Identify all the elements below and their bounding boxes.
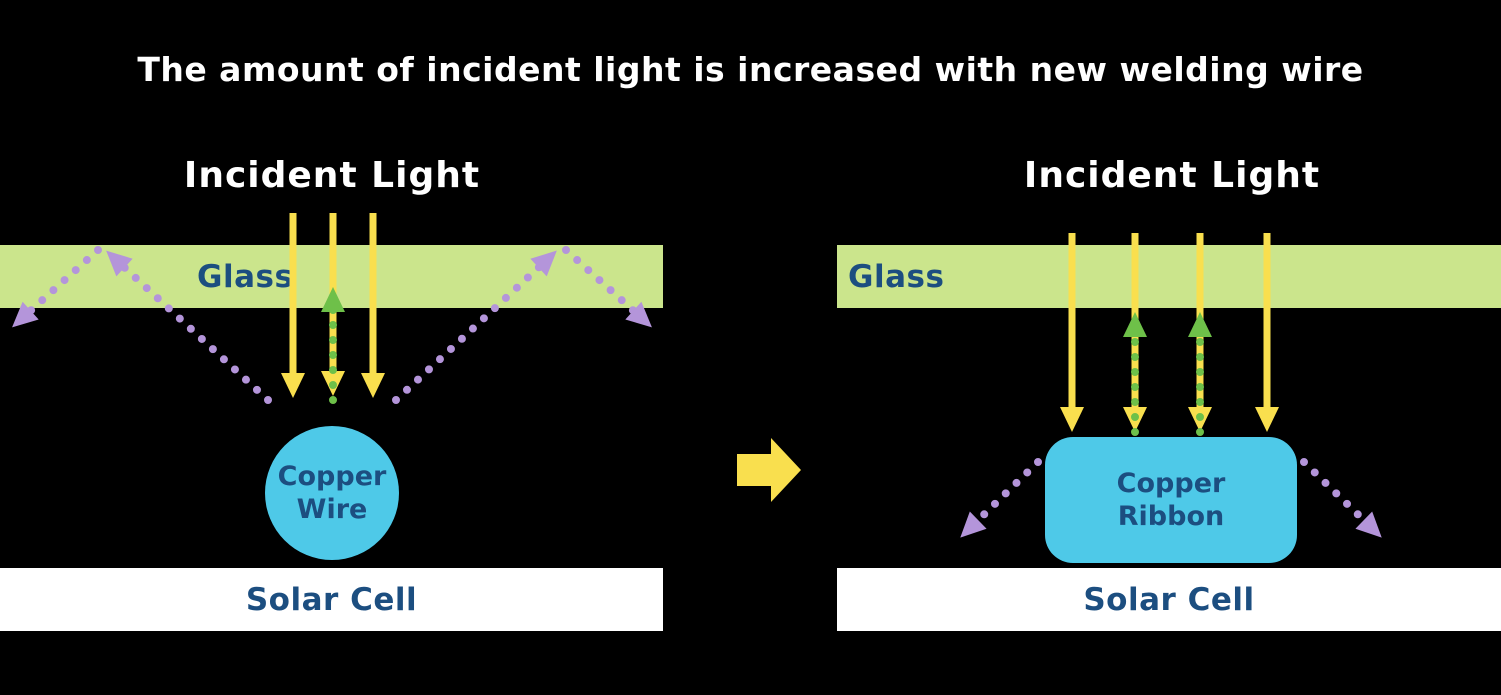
right-copper-ribbon-shape: Copper Ribbon [1045,437,1297,563]
right-copper-ribbon-label-line1: Copper [1116,468,1226,499]
left-incident-light-label: Incident Light [183,155,481,196]
diagram-title: The amount of incident light is increase… [137,50,1364,89]
right-glass-label: Glass [848,258,945,295]
right-reflected-ray-right-icon [1300,458,1382,538]
left-glass-band [0,245,663,308]
left-solar-cell-bar: Solar Cell [0,568,663,631]
right-incident-light-label: Incident Light [1023,155,1321,196]
left-glass-label: Glass [197,258,294,295]
right-reflected-ray-left-icon [960,458,1042,538]
right-solar-cell-bar: Solar Cell [837,568,1501,631]
right-glass-band [837,245,1501,308]
left-solar-cell-label: Solar Cell [245,581,418,618]
right-solar-cell-label: Solar Cell [1083,581,1255,618]
right-copper-ribbon-label-line2: Ribbon [1117,501,1225,532]
transition-arrow-icon [737,438,801,502]
left-copper-wire-label-line2: Wire [296,494,368,525]
left-copper-wire-shape: Copper Wire [265,426,399,560]
left-copper-wire-label-line1: Copper [277,461,387,492]
